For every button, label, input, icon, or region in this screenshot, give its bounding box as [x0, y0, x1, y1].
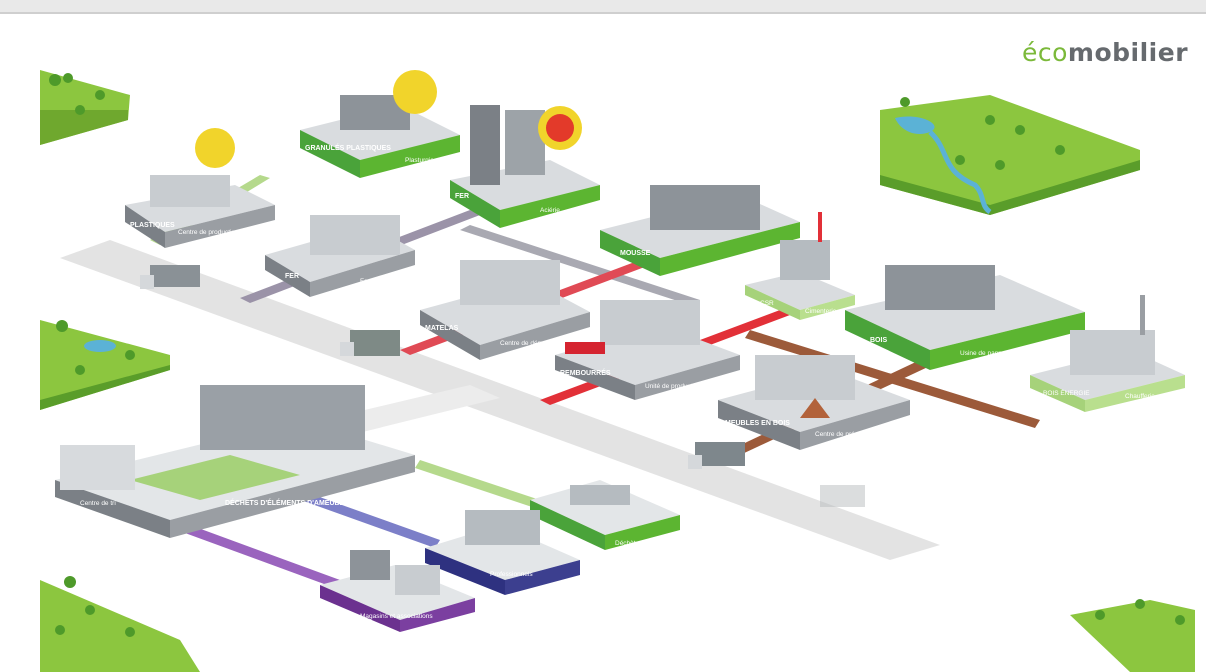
label-cimenterie: Cimenterie	[805, 308, 837, 315]
label-bois-energie: BOIS ÉNERGIE	[1043, 388, 1090, 397]
label-csr: CSR	[760, 300, 774, 307]
label-mousse: MOUSSE	[620, 250, 651, 257]
label-unite-csr: Unité de production de CSR	[645, 383, 726, 390]
label-professionnels: Professionnels	[490, 571, 533, 578]
platform-plastiques: PLASTIQUES Centre de production plastiqu…	[125, 128, 275, 248]
platform-fer-acierie: FER Aciérie	[450, 105, 600, 228]
platform-meubles-bois: MEUBLES EN BOIS Centre de préparation bo…	[718, 355, 910, 450]
flow-professionnels	[295, 490, 440, 548]
label-dechets: DÉCHETS D'ÉLÉMENTS D'AMEUBLEMENT	[225, 498, 369, 507]
platform-csr: CSR Cimenterie	[745, 212, 855, 320]
label-centre-tri: Centre de tri	[80, 500, 116, 507]
truck-3	[688, 442, 745, 469]
platform-granules: GRANULÉS PLASTIQUES Plasturgie	[300, 70, 460, 178]
flow-magasins	[185, 525, 340, 588]
label-usine-particules: Usine de panneaux de particules	[960, 350, 1055, 357]
platform-decheteries: Déchèteries	[530, 480, 680, 550]
truck-4	[820, 485, 865, 507]
label-centre-plastique: Centre de production plastique	[178, 229, 267, 236]
platform-professionnels: Professionnels	[425, 510, 580, 595]
logo-part-mobilier: mobilier	[1067, 38, 1189, 67]
label-plastiques: PLASTIQUES	[130, 222, 175, 229]
label-matelas: MATELAS	[425, 325, 459, 332]
label-fer-top: FER	[455, 193, 469, 200]
top-bar	[0, 0, 1206, 14]
hill-bottom-right	[1070, 599, 1195, 672]
label-usine-mousse: Usine de panneaux de mousse	[700, 267, 790, 274]
hill-bottom-left	[40, 576, 200, 672]
platform-fer: FER Ferraille	[265, 215, 415, 297]
label-magasins: Magasins et associations	[360, 613, 433, 620]
platform-rembourres: REMBOURRÉS Unité de production de CSR	[555, 300, 740, 400]
ecomobilier-logo: écomobilier	[1022, 38, 1188, 67]
label-ferraille: Ferraille	[360, 278, 384, 285]
label-decheteries: Déchèteries	[615, 540, 650, 547]
label-fer: FER	[285, 273, 299, 280]
platform-bois-energie: BOIS ÉNERGIE Chaufferie	[1030, 295, 1185, 412]
hill-mid-left	[40, 320, 170, 410]
truck-1	[140, 265, 200, 289]
logo-part-eco: éco	[1022, 38, 1068, 67]
flow-bois-2	[745, 330, 1040, 428]
label-acierie: Aciérie	[540, 207, 560, 214]
label-centre-demantelement: Centre de démantèlement	[500, 340, 575, 347]
flow-acier	[460, 225, 700, 305]
platform-mousse: MOUSSE Usine de panneaux de mousse	[600, 185, 800, 276]
platform-bois: BOIS Usine de panneaux de particules	[845, 265, 1085, 370]
truck-2	[340, 330, 400, 356]
label-plasturgie: Plasturgie	[405, 157, 434, 164]
main-road	[60, 240, 940, 560]
platform-centre-tri: Centre de tri DÉCHETS D'ÉLÉMENTS D'AMEUB…	[55, 385, 415, 538]
label-chaufferie: Chaufferie	[1125, 393, 1155, 400]
label-rembourres: REMBOURRÉS	[560, 368, 611, 377]
label-centre-bois: Centre de préparation bois	[815, 431, 893, 438]
label-granules: GRANULÉS PLASTIQUES	[305, 143, 391, 152]
label-bois: BOIS	[870, 337, 887, 344]
platform-matelas: MATELAS Centre de démantèlement	[420, 260, 590, 360]
hill-top-left	[40, 70, 130, 145]
hill-top-right	[880, 95, 1140, 215]
platform-magasins: Magasins et associations	[320, 550, 475, 632]
flow-decheteries	[415, 460, 540, 508]
label-meubles-bois: MEUBLES EN BOIS	[725, 420, 790, 427]
